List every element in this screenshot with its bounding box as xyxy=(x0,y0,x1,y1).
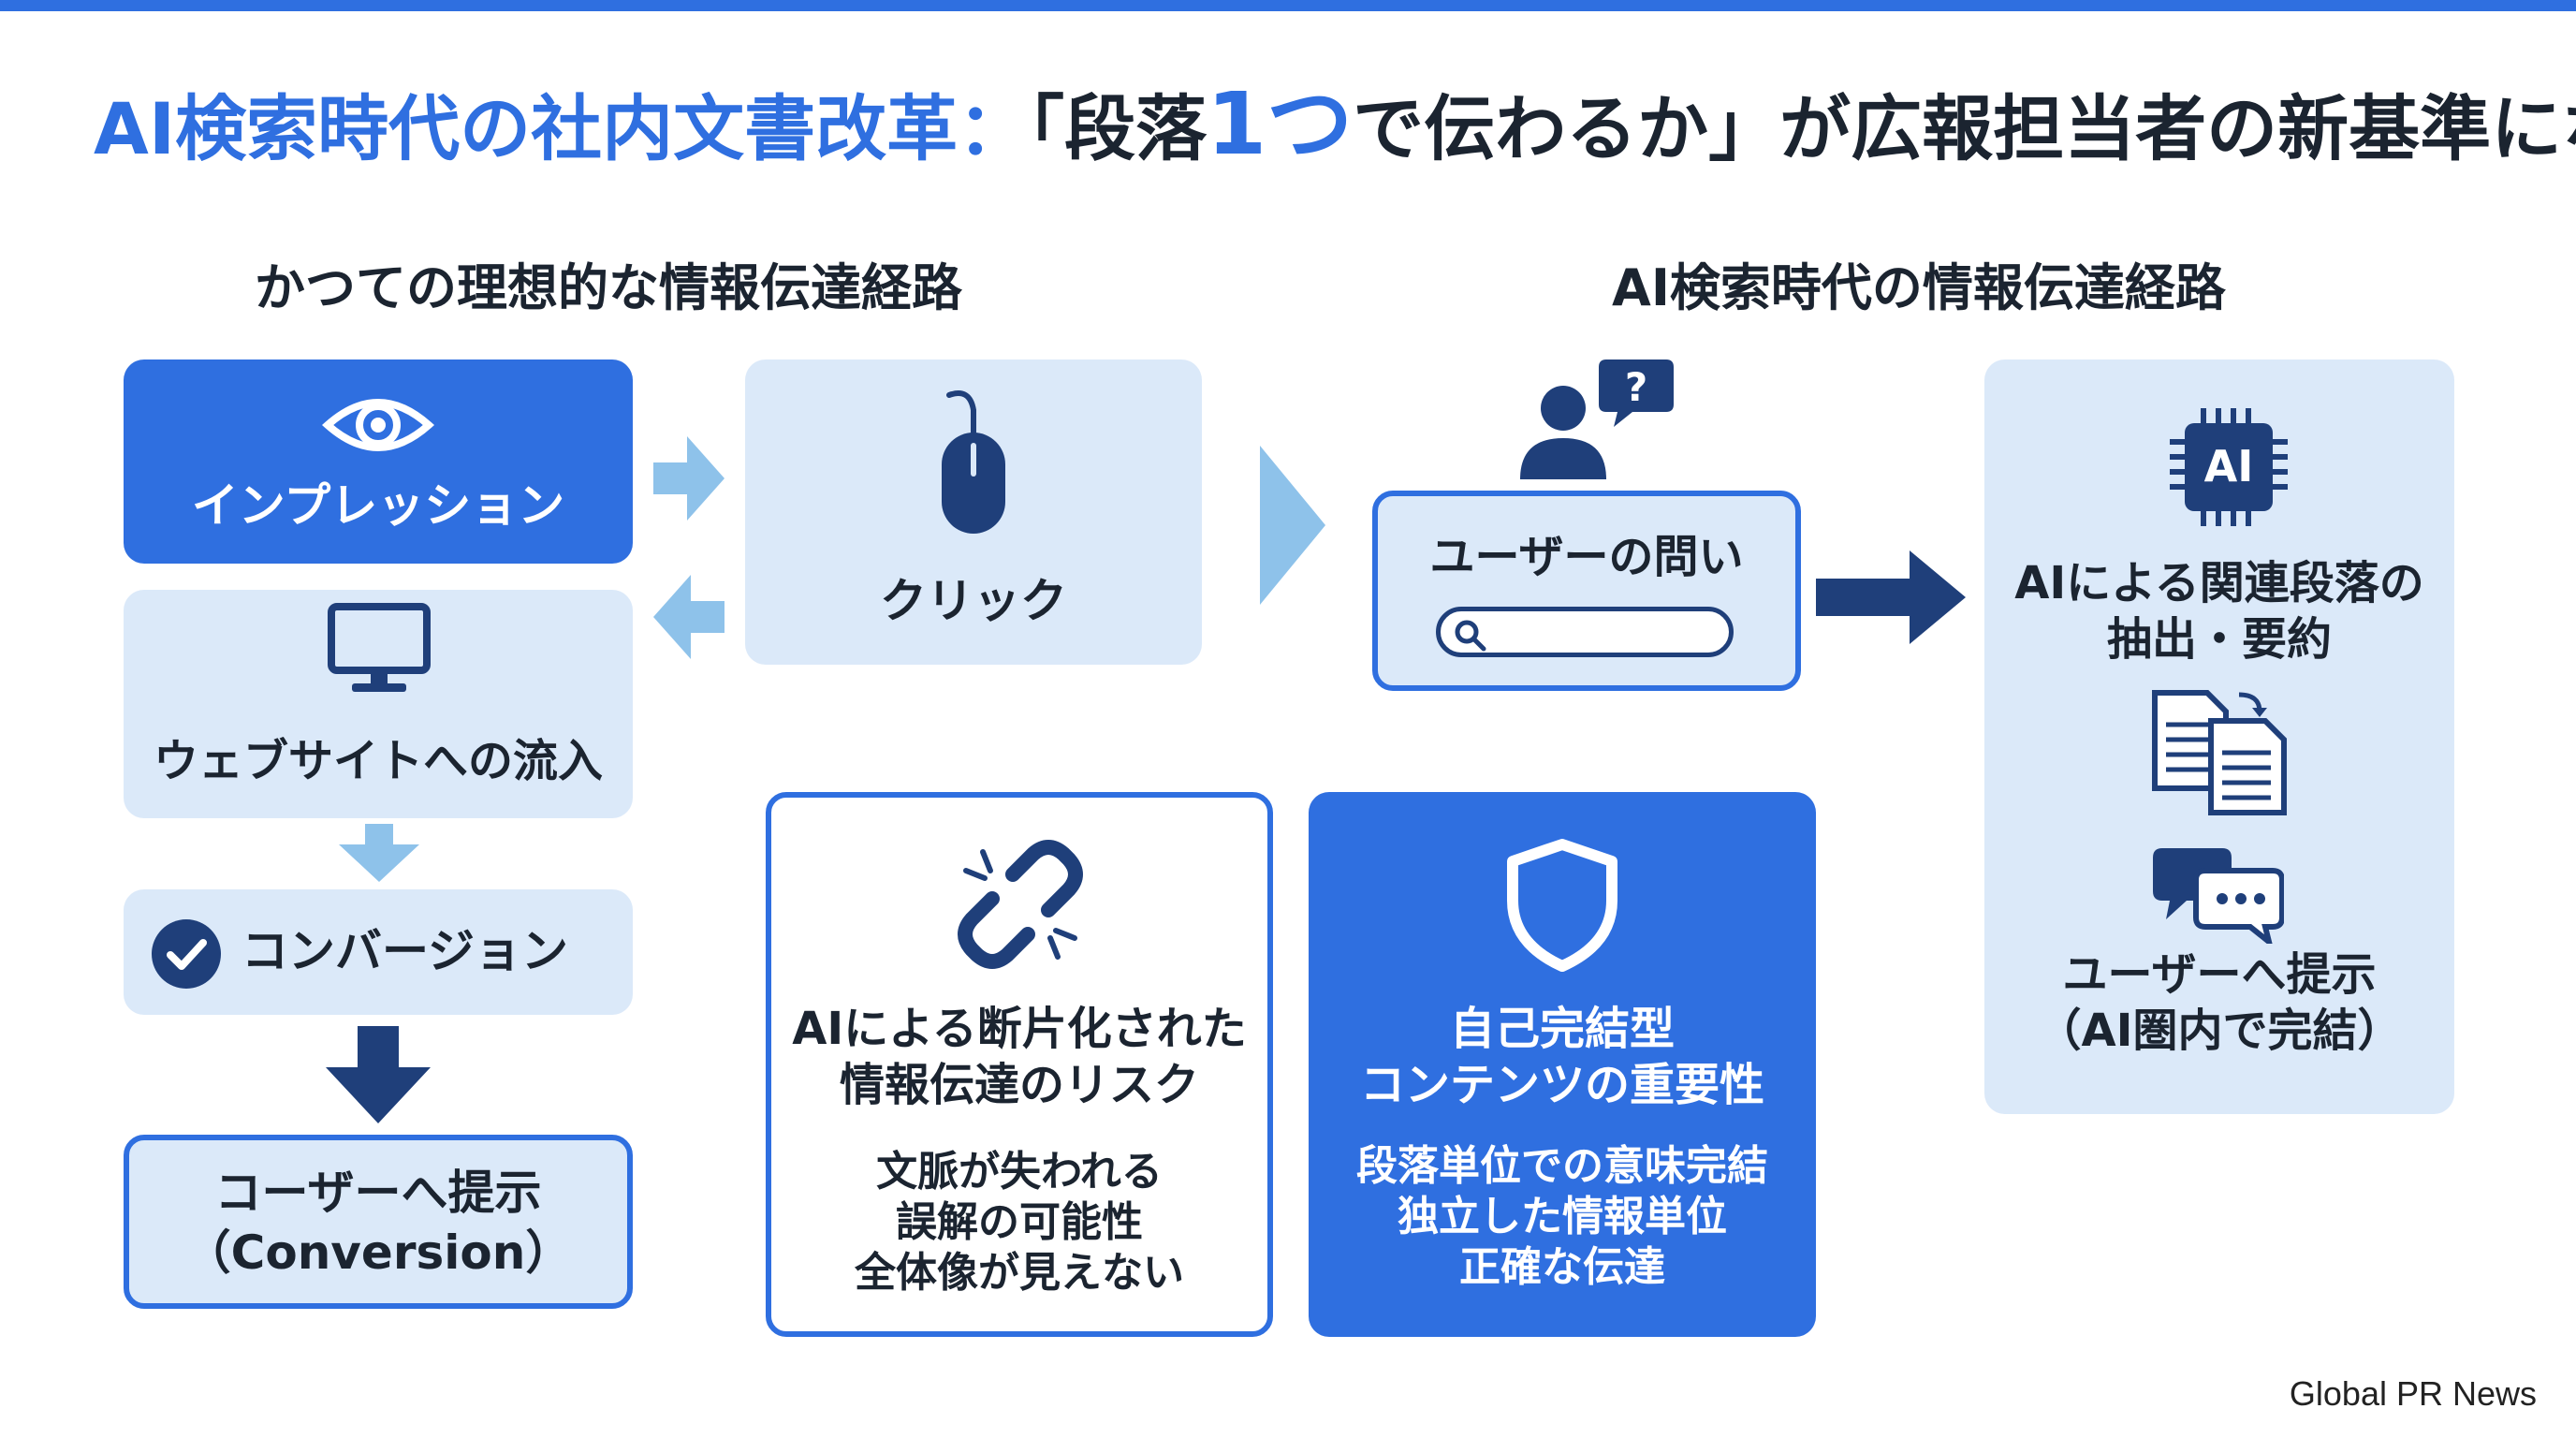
arrow-down-small xyxy=(339,824,419,886)
solution-title-line1: 自己完結型 xyxy=(1449,1003,1675,1055)
user-question-label: ユーザーの問い xyxy=(1429,531,1744,583)
ai-extraction-line1: AIによる関連段落の xyxy=(2014,557,2424,609)
arrow-down-large xyxy=(326,1026,431,1127)
title-part-3: 1つ xyxy=(1207,74,1354,174)
click-label: クリック xyxy=(880,574,1067,628)
ai-chip-icon: AI xyxy=(2168,406,2290,532)
monitor-icon xyxy=(328,603,431,700)
right-section-heading: AI検索時代の情報伝達経路 xyxy=(1612,258,2226,317)
shield-icon xyxy=(1505,839,1619,976)
question-mark: ? xyxy=(1625,364,1647,410)
risk-item-3: 全体像が見えない xyxy=(855,1249,1184,1297)
left-section-heading: かつての理想的な情報伝達経路 xyxy=(255,258,962,317)
ai-chip-label: AI xyxy=(2204,441,2254,492)
eye-icon xyxy=(321,388,435,466)
check-circle-icon xyxy=(152,919,221,992)
title-part-1: AI検索時代の社内文書改革： xyxy=(94,87,1030,170)
ai-extraction-line2: 抽出・要約 xyxy=(2106,613,2332,666)
solution-item-3: 正確な伝達 xyxy=(1459,1243,1665,1291)
present-right-line1: ユーザーへ提示 xyxy=(2062,948,2377,1001)
mouse-icon xyxy=(932,388,1017,541)
chat-bubbles-icon xyxy=(2153,841,2285,949)
top-accent-bar xyxy=(0,0,2576,11)
title-part-2: 「段落 xyxy=(1029,87,1208,170)
impression-box: インプレッション xyxy=(124,360,633,564)
section-divider-chevron xyxy=(1260,446,1325,609)
search-icon xyxy=(1455,620,1486,652)
title-part-4: で伝わるか」が広報担当者の新基準になる xyxy=(1353,87,2576,170)
solution-card: 自己完結型 コンテンツの重要性 段落単位での意味完結 独立した情報単位 正確な伝… xyxy=(1309,792,1816,1337)
documents-summary-icon xyxy=(2149,687,2290,822)
present-right-line2: （AI圏内で完結） xyxy=(2036,1005,2403,1057)
footer-brand: Global PR News xyxy=(2289,1374,2537,1413)
risk-title-line2: 情報伝達のリスク xyxy=(839,1059,1199,1111)
risk-title-line1: AIによる断片化された xyxy=(792,1003,1247,1055)
present-left-line2: （Conversion） xyxy=(183,1225,573,1280)
risk-item-1: 文脈が失われる xyxy=(876,1148,1163,1196)
website-box: ウェブサイトへの流入 xyxy=(124,590,633,818)
risk-item-2: 誤解の可能性 xyxy=(896,1198,1143,1246)
arrow-right-to-click xyxy=(653,436,724,524)
conversion-box: コンバージョン xyxy=(124,889,633,1015)
risk-card: AIによる断片化された 情報伝達のリスク 文脈が失われる 誤解の可能性 全体像が… xyxy=(766,792,1273,1337)
present-left-line1: コーザーへ提示 xyxy=(214,1166,542,1220)
user-question-icon: ? xyxy=(1516,356,1676,487)
arrow-right-to-ai xyxy=(1816,550,1966,648)
broken-link-icon xyxy=(955,839,1086,974)
click-box: クリック xyxy=(745,360,1202,665)
conversion-label: コンバージョン xyxy=(242,924,568,978)
arrow-left-from-click xyxy=(653,575,724,663)
impression-label: インプレッション xyxy=(191,478,565,533)
present-box-left: コーザーへ提示 （Conversion） xyxy=(124,1135,633,1309)
user-question-box: ユーザーの問い xyxy=(1372,491,1801,691)
solution-title-line2: コンテンツの重要性 xyxy=(1359,1059,1764,1111)
solution-item-1: 段落単位での意味完結 xyxy=(1356,1142,1768,1190)
page-title: AI検索時代の社内文書改革：「段落1つで伝わるか」が広報担当者の新基準になる xyxy=(94,73,2576,176)
website-label: ウェブサイトへの流入 xyxy=(153,735,603,787)
solution-item-2: 独立した情報単位 xyxy=(1398,1193,1727,1240)
ai-extraction-box: AI AIによる関連段落の 抽出・要約 ユーザーへ提示 （AI圏内で完結） xyxy=(1984,360,2454,1114)
search-bar xyxy=(1436,607,1734,657)
